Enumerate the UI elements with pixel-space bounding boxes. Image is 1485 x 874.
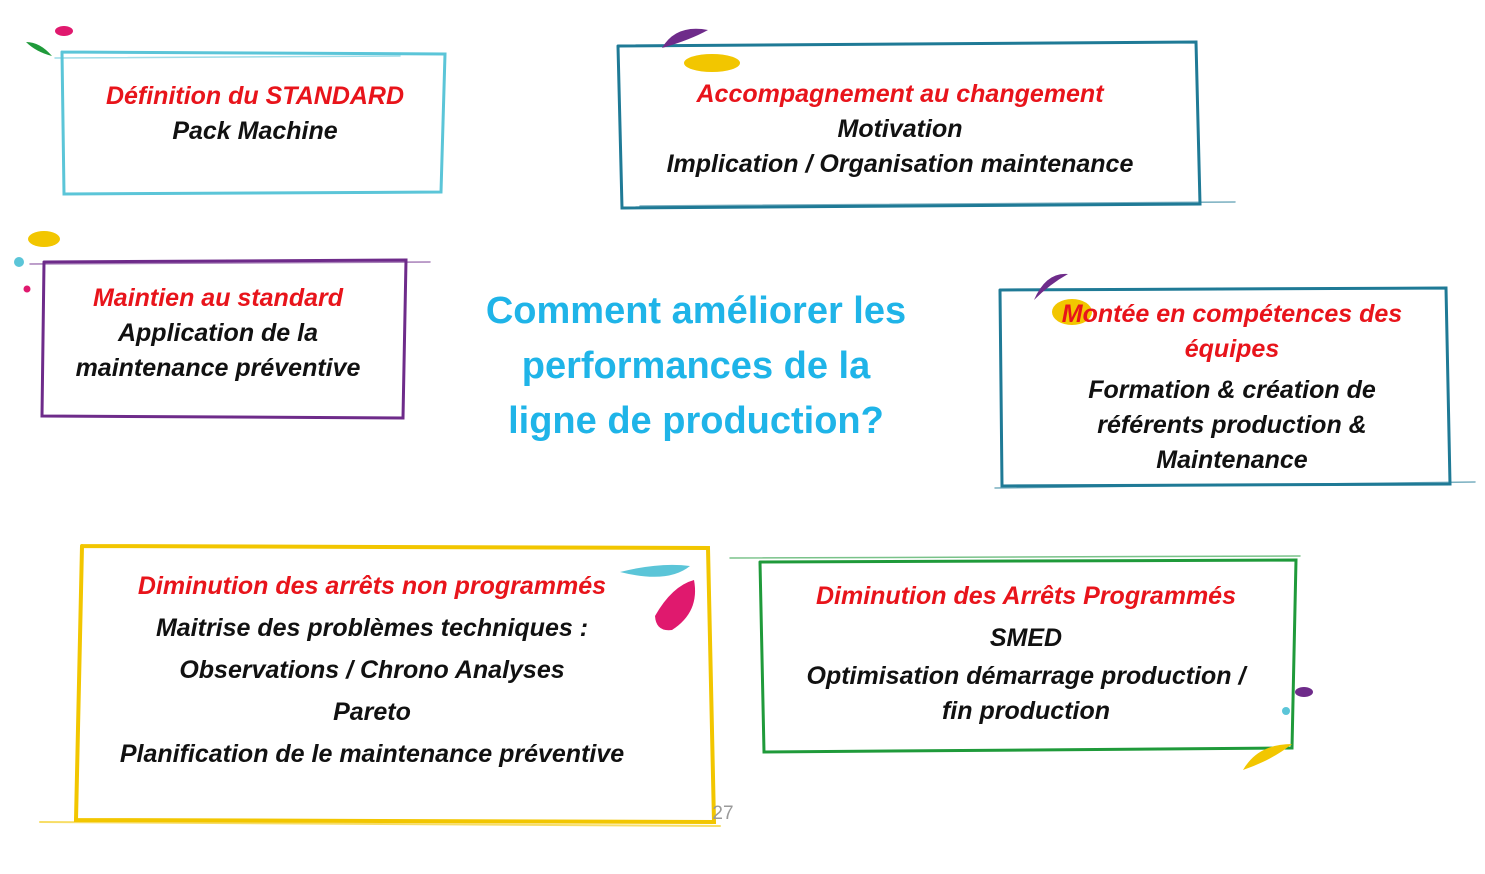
changement-line-1: Motivation <box>837 114 963 143</box>
standard-title: Définition du STANDARD <box>105 82 405 110</box>
competences-line-1: Formation & création de <box>1088 375 1376 404</box>
changement-line-2: Implication / Organisation maintenance <box>666 149 1134 178</box>
box-competences: Montée en compétences des équipes Format… <box>1010 294 1454 480</box>
center-question-line-3: ligne de production? <box>508 400 884 442</box>
splash-green <box>26 42 52 56</box>
box-programmes: Diminution des Arrêts Programmés SMED Op… <box>760 572 1292 732</box>
changement-title: Accompagnement au changement <box>696 79 1104 108</box>
non-programmes-line-3: Pareto <box>333 698 411 726</box>
non-programmes-line-1: Maitrise des problèmes techniques : <box>155 614 589 642</box>
programmes-title: Diminution des Arrêts Programmés <box>815 582 1236 610</box>
competences-title-2: équipes <box>1184 334 1280 363</box>
center-question-line-1: Comment améliorer les <box>485 290 907 332</box>
center-question: Comment améliorer les performances de la… <box>462 284 930 449</box>
center-question-line-2: performances de la <box>521 345 871 387</box>
box-maintien: Maintien au standard Application de la m… <box>48 276 388 390</box>
programmes-line-2: Optimisation démarrage production / <box>806 662 1246 690</box>
competences-line-3: Maintenance <box>1156 445 1308 474</box>
box-standard: Définition du STANDARD Pack Machine <box>70 72 440 156</box>
splash-cyan-dot <box>14 257 24 267</box>
maintien-line-1: Application de la <box>117 318 319 347</box>
maintien-line-2: maintenance préventive <box>75 353 361 382</box>
non-programmes-title: Diminution des arrêts non programmés <box>137 572 607 600</box>
box-changement: Accompagnement au changement Motivation … <box>618 66 1182 192</box>
splash-yellow-4 <box>1243 744 1292 770</box>
splash-pink <box>55 26 73 36</box>
competences-title-1: Montée en compétences des <box>1061 299 1403 328</box>
non-programmes-line-4: Planification de le maintenance préventi… <box>119 740 625 768</box>
splash-yellow-2 <box>28 231 60 247</box>
maintien-title: Maintien au standard <box>92 283 344 312</box>
box-non-programmes: Diminution des arrêts non programmés Mai… <box>72 564 672 776</box>
competences-line-2: référents production & <box>1097 410 1367 439</box>
splash-purple <box>662 28 708 48</box>
programmes-line-1: SMED <box>989 624 1063 652</box>
splash-purple-dot <box>1295 687 1313 697</box>
page-number: 27 <box>712 803 734 824</box>
non-programmes-line-2: Observations / Chrono Analyses <box>179 656 565 684</box>
programmes-line-3: fin production <box>941 697 1111 725</box>
splash-pink-dot <box>23 285 31 293</box>
standard-line: Pack Machine <box>172 117 338 145</box>
